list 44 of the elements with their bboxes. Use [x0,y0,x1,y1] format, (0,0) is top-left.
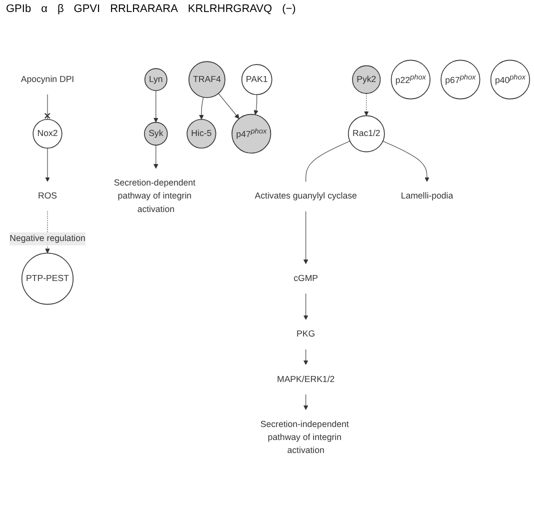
arrow [153,144,158,169]
label-text: α [41,3,48,15]
node-circle: p47$^{phox}$ [232,114,272,154]
label-text: β [57,3,64,15]
node-circle: Pyk2 [352,65,381,94]
node-circle: TRAF4 [188,61,226,98]
label-text: RRLRARARA [110,3,178,15]
node-text: MAPK/ERK1/2 [277,374,335,384]
node-circle: Hic-5 [186,118,216,149]
arrow [254,94,258,115]
node-text: cGMP [294,274,318,284]
arrow [153,90,158,122]
edge-label: Negative regulation [10,234,86,244]
arrow [382,140,430,182]
node-text: Activates guanylyl cyclase [254,192,357,201]
arrow [45,148,50,182]
label-text: GPVI [74,3,100,15]
node-text: ROS [38,192,58,201]
label-text: GPIb [6,3,32,15]
node-circle: p22$^{phox}$ [390,60,430,100]
arrow [218,93,240,119]
node-circle: PAK1 [241,64,272,96]
node-circle: Syk [144,122,168,146]
node-circle: Nox2 [32,118,62,149]
label-text: KRLRHRGRAVQ [188,3,272,15]
label-text: (−) [282,3,296,15]
node-circle: PTP-PEST [21,252,74,305]
arrow [303,349,308,365]
arrow [303,211,308,264]
node-circle: Lyn [144,68,168,92]
node-text: Secretion-independent pathway of integrin activation [260,420,349,456]
arrow [199,96,204,120]
node-text: PKG [296,330,316,339]
connector [44,94,50,120]
node-circle: p67$^{phox}$ [440,60,480,100]
node-text: Apocynin DPI [20,74,74,84]
arrow [303,394,308,410]
arrow [364,93,369,116]
node-text: Secretion-dependent pathway of integrin activation [114,178,196,214]
connector [306,140,350,182]
arrow [303,293,308,320]
node-circle: Rac1/2 [348,115,385,152]
node-circle: p40$^{phox}$ [490,60,530,100]
node-text: Lamelli-podia [400,192,454,201]
